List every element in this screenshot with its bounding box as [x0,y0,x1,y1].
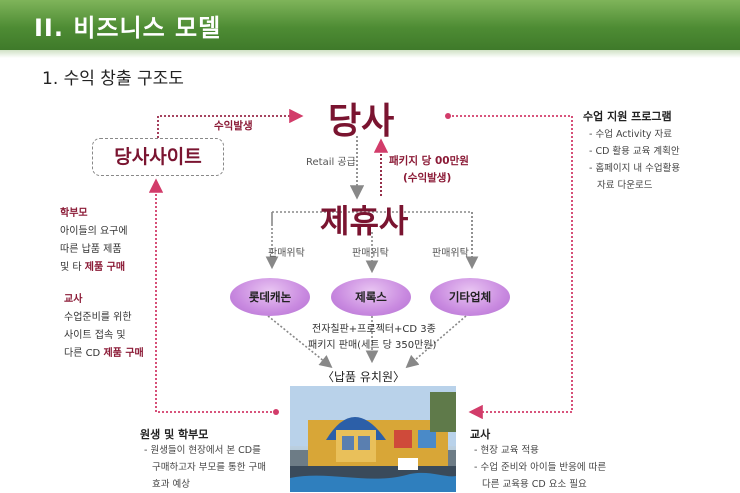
partner-oval-xerox: 제록스 [331,278,411,316]
parents-note-highlight: 제품 구매 [84,262,126,273]
support-program-item: - CD 활용 교육 계획안 [589,146,680,157]
teacher-panel-item: - 수업 준비와 아이들 반응에 따른 [474,462,607,473]
etc-to-kg-line [405,315,467,369]
teacher-panel-item: 다른 교육용 CD 요소 필요 [482,479,587,490]
support-program-item: 자료 다운로드 [597,180,653,191]
students-parents-item: 효과 예상 [152,479,190,490]
teacher-note-title: 교사 [64,294,83,305]
teacher-panel-title: 교사 [470,428,491,441]
hq-node: 당사 [328,100,395,142]
parents-note-line-2: 따른 납품 제품 [60,244,122,255]
kindergarten-photo [290,386,456,492]
teacher-panel: 교사 - 현장 교육 적용 - 수업 준비와 아이들 반응에 따른 다른 교육용… [470,426,670,493]
teacher-note-line-2: 사이트 접속 및 [64,330,126,341]
site-node-label: 당사사이트 [114,146,202,168]
partner-node: 제휴사 [320,202,409,240]
sales-consign-label-1: 판매위탁 [268,248,305,259]
page-title: II. 비즈니스 모델 [34,14,222,42]
teacher-note-highlight: 제품 구매 [103,348,144,359]
dot-right-loop [445,113,451,119]
retail-label: Retail 공급 [306,157,356,168]
support-program-item: - 수업 Activity 자료 [589,129,672,140]
hq-to-right-loop [448,115,573,420]
parents-note-line-1: 아이들의 요구에 [60,226,128,237]
students-parents-panel: 원생 및 학부모 - 원생들이 현장에서 본 CD를 구매하고자 부모를 통한 … [140,426,290,493]
students-parents-item: - 원생들이 현장에서 본 CD를 [144,445,261,456]
site-node: 당사사이트 [92,138,224,176]
revenue-paren-label: (수익발생) [403,172,452,184]
kindergarten-label: 〈납품 유치원〉 [322,370,406,384]
revenue-top-label: 수익발생 [214,120,253,132]
header-bar: II. 비즈니스 모델 [0,0,740,50]
left-loop-to-site [148,178,276,413]
sales-consign-label-3: 판매위탁 [432,248,469,259]
support-program-item: - 홈페이지 내 수업활용 [589,163,681,174]
dot-left-loop [273,409,279,415]
support-program-title: 수업 지원 프로그램 [583,110,672,123]
students-parents-title: 원생 및 학부모 [140,428,209,441]
parents-note-prefix: 및 타 [60,262,85,273]
partner-oval-etc: 기타업체 [430,278,510,316]
students-parents-item: 구매하고자 부모를 통한 구매 [152,462,266,473]
teacher-panel-item: - 현장 교육 적용 [474,445,539,456]
site-to-hq-line [157,108,304,138]
header-shadow [0,50,740,58]
support-program-panel: 수업 지원 프로그램 - 수업 Activity 자료 - CD 활용 교육 계… [583,108,733,194]
teacher-note-prefix: 다른 CD [64,348,104,359]
sales-consign-label-2: 판매위탁 [352,248,389,259]
parents-note-line-3: 및 타 제품 구매 [60,259,170,277]
section-subtitle: 1. 수익 창출 구조도 [42,69,184,89]
package-price-label: 패키지 당 00만원 [389,155,469,167]
teacher-note: 교사 수업준비를 위한 사이트 접속 및 다른 CD 제품 구매 [64,291,174,363]
teacher-note-line-3: 다른 CD 제품 구매 [64,345,174,363]
partner-oval-lotte: 롯데캐논 [230,278,310,316]
parents-note: 학부모 아이들의 요구에 따른 납품 제품 및 타 제품 구매 [60,205,170,277]
parents-note-title: 학부모 [60,208,88,219]
kindergarten-building-illustration [290,386,456,492]
product-line-1: 전자칠판+프로젝터+CD 3종 [312,324,436,335]
lotte-to-kg-line [267,315,333,369]
teacher-note-line-1: 수업준비를 위한 [64,312,132,323]
product-line-2: 패키지 판매(세트 당 350만원) [308,340,437,351]
